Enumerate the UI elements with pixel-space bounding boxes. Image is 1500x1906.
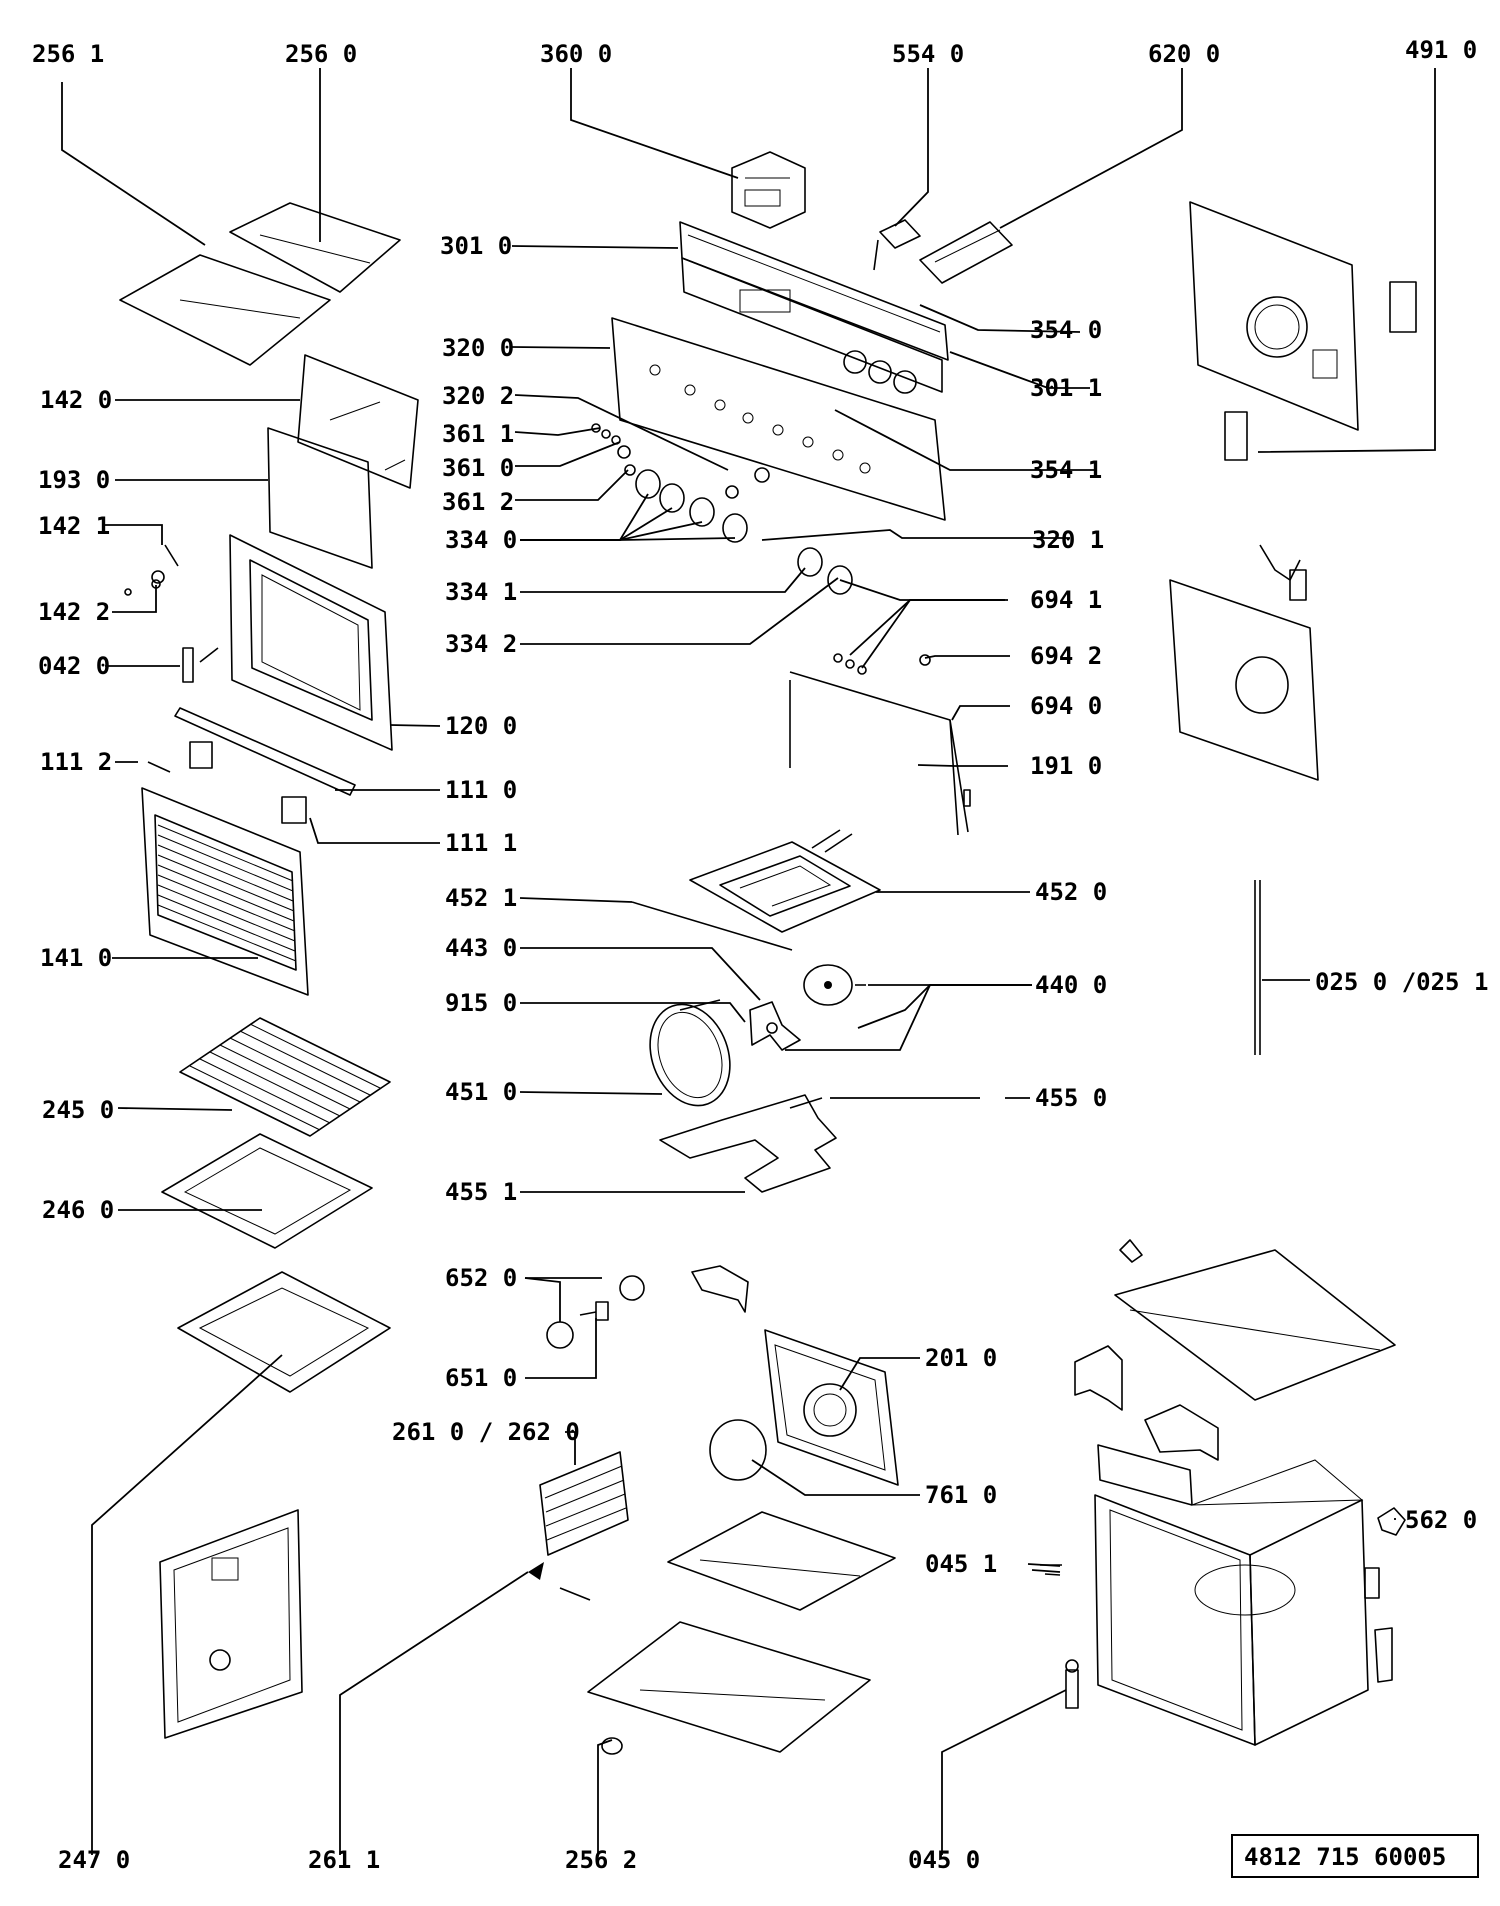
label-694-2: 694 2 (1030, 642, 1102, 670)
label-142-0: 142 0 (40, 386, 112, 414)
part-bottom-element (659, 1094, 837, 1193)
part-motor-bracket (1169, 544, 1319, 781)
label-443-0: 443 0 (445, 934, 517, 962)
label-301-1: 301 1 (1030, 374, 1102, 402)
label-361-0: 361 0 (442, 454, 514, 482)
label-191-0: 191 0 (1030, 752, 1102, 780)
leader-lines (61, 68, 1436, 1855)
label-320-0: 320 0 (442, 334, 514, 362)
label-256-2: 256 2 (565, 1846, 637, 1874)
part-timer (731, 151, 806, 229)
part-shelf-guides (539, 1451, 629, 1556)
label-554-0: 554 0 (892, 40, 964, 68)
label-334-0: 334 0 (445, 526, 517, 554)
label-354-0: 354 0 (1030, 316, 1102, 344)
label-256-1: 256 1 (32, 40, 104, 68)
label-354-1: 354 1 (1030, 456, 1102, 484)
part-door-small-hardware (124, 544, 219, 683)
drawing-code-box (1231, 1834, 1479, 1878)
label-491-0: 491 0 (1405, 36, 1477, 64)
part-rod (1254, 880, 1261, 1055)
label-334-2: 334 2 (445, 630, 517, 658)
label-025-0-025-1: 025 0 /025 1 (1315, 968, 1488, 996)
label-915-0: 915 0 (445, 989, 517, 1017)
part-small-clip (1377, 1507, 1406, 1536)
label-045-0: 045 0 (908, 1846, 980, 1874)
label-361-2: 361 2 (442, 488, 514, 516)
part-grill-rod (631, 901, 793, 951)
label-301-0: 301 0 (440, 232, 512, 260)
label-320-1: 320 1 (1032, 526, 1104, 554)
part-fascia-panel (611, 317, 946, 521)
part-fan-cover (764, 1329, 899, 1486)
part-fan-motor (749, 964, 866, 1051)
label-455-1: 455 1 (445, 1178, 517, 1206)
part-control-panel-frame (679, 221, 949, 394)
part-side-panel (159, 1509, 303, 1739)
label-620-0: 620 0 (1148, 40, 1220, 68)
label-651-0: 651 0 (445, 1364, 517, 1392)
label-694-0: 694 0 (1030, 692, 1102, 720)
part-door-handle (147, 707, 356, 824)
label-334-1: 334 1 (445, 578, 517, 606)
label-120-0: 120 0 (445, 712, 517, 740)
label-246-0: 246 0 (42, 1196, 114, 1224)
part-door-seal (789, 653, 971, 836)
label-452-0: 452 0 (1035, 878, 1107, 906)
label-562-0: 562 0 (1405, 1506, 1477, 1534)
part-insulation-panels (119, 202, 401, 366)
part-clip (691, 1265, 749, 1313)
part-door-outer-panel (141, 787, 309, 996)
drawing-code: 4812 715 60005 (1231, 1834, 1479, 1878)
label-361-1: 361 1 (442, 420, 514, 448)
label-142-2: 142 2 (38, 598, 110, 626)
part-terminal-blocks (873, 219, 1013, 284)
label-193-0: 193 0 (38, 466, 110, 494)
label-111-0: 111 0 (445, 776, 517, 804)
label-455-0: 455 0 (1035, 1084, 1107, 1112)
part-baking-tray (161, 1133, 373, 1249)
label-045-1: 045 1 (925, 1550, 997, 1578)
label-360-0: 360 0 (540, 40, 612, 68)
label-261-0-262-0: 261 0 / 262 0 (392, 1418, 580, 1446)
part-fan-gasket (709, 1419, 767, 1481)
part-hinge-pins (1040, 1564, 1079, 1709)
label-245-0: 245 0 (42, 1096, 114, 1124)
label-247-0: 247 0 (58, 1846, 130, 1874)
part-inner-glass (267, 427, 373, 569)
label-452-1: 452 1 (445, 884, 517, 912)
part-oven-cavity-assembly (1074, 1249, 1396, 1746)
label-761-0: 761 0 (925, 1481, 997, 1509)
label-201-0: 201 0 (925, 1344, 997, 1372)
label-694-1: 694 1 (1030, 586, 1102, 614)
drawing-code-text: 4812 715 60005 (1244, 1843, 1446, 1871)
label-261-1: 261 1 (308, 1846, 380, 1874)
label-142-1: 142 1 (38, 512, 110, 540)
label-440-0: 440 0 (1035, 971, 1107, 999)
part-shelf-guide-fixings (528, 1562, 591, 1601)
part-wire-rack (179, 1017, 391, 1137)
label-111-1: 111 1 (445, 829, 517, 857)
part-deep-tray (177, 1271, 391, 1393)
part-top-clips (1119, 1239, 1143, 1263)
part-grill-element (689, 829, 881, 933)
part-ring-element (649, 999, 731, 1107)
part-door-glass (297, 354, 419, 489)
part-rear-panel (1189, 201, 1417, 461)
part-oven-floor-panels (587, 1511, 896, 1755)
label-652-0: 652 0 (445, 1264, 517, 1292)
label-141-0: 141 0 (40, 944, 112, 972)
part-door-frame (229, 534, 393, 751)
part-number-labels: 256 1 256 0 360 0 554 0 620 0 491 0 301 … (32, 36, 1488, 1874)
label-320-2: 320 2 (442, 382, 514, 410)
label-111-2: 111 2 (40, 748, 112, 776)
label-042-0: 042 0 (38, 652, 110, 680)
label-256-0: 256 0 (285, 40, 357, 68)
part-control-knobs (591, 423, 853, 595)
label-451-0: 451 0 (445, 1078, 517, 1106)
